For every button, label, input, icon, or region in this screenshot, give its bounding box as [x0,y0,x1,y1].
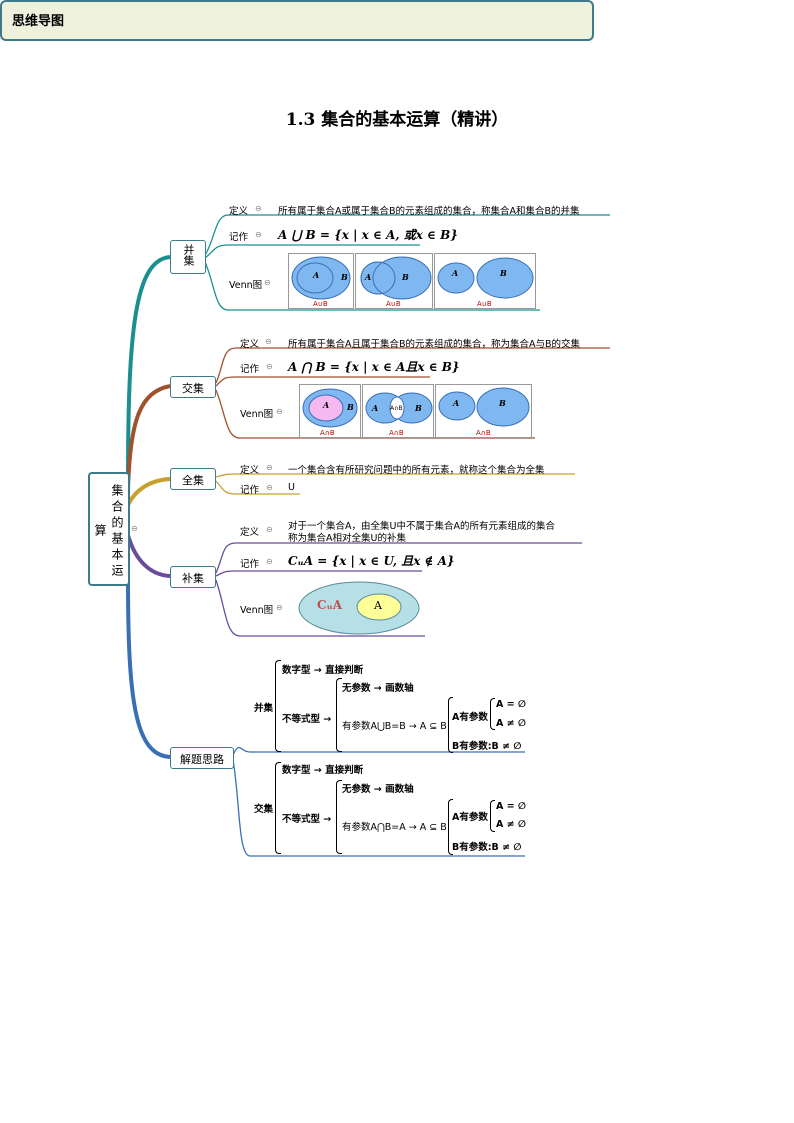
intersection-notation-label: 记作 [240,364,260,375]
intersection-venn-caption: A∩B [389,429,404,437]
intersection-venn-caption: A∩B [476,429,491,437]
approach-union-a-empty: A = ∅ [496,699,527,710]
collapse-icon[interactable]: ⊖ [264,278,271,287]
universal-node-label: 全集 [182,474,204,487]
universal-notation-label: 记作 [240,485,260,496]
approach-union-with-param: 有参数A⋃B=B → A ⊆ B [342,721,447,732]
collapse-icon[interactable]: ⊖ [265,337,272,346]
collapse-icon[interactable]: ⊖ [266,525,273,534]
complement-notation: CᵤA = {x | x ∈ U, 且x ∉ A} [288,554,455,568]
union-venn-caption: A∪B [477,300,492,308]
branch-universal [126,477,171,506]
approach-intersection-a-empty: A = ∅ [496,801,527,812]
approach-intersection-no-param: 无参数 → 画数轴 [342,784,414,795]
union-venn-caption: A∪B [386,300,401,308]
approach-union-no-param: 无参数 → 画数轴 [342,683,414,694]
brace [336,780,342,854]
brace [448,799,453,855]
collapse-icon[interactable]: ⊖ [131,524,138,533]
complement-venn-label: Venn图 [240,605,274,616]
section-header-label: 思维导图 [12,14,65,29]
complement-venn-outer: CᵤA [317,598,343,612]
complement-venn-inner: A [374,599,382,612]
section-header: 思维导图 [0,0,594,41]
brace [275,762,281,854]
intersection-node: 交集 [170,376,216,398]
universal-node: 全集 [170,468,216,490]
universal-notation: U [288,482,295,493]
collapse-icon[interactable]: ⊖ [255,230,262,239]
root-node-label: 集合的基本运算 [93,484,124,580]
intersection-def-text: 所有属于集合A且属于集合B的元素组成的集合，称为集合A与B的交集 [288,339,581,350]
branch-union [126,255,171,481]
union-node-label: 并集 [182,244,195,266]
intersection-venn-mid: A∩B [390,405,403,412]
approach-intersection-ineq: 不等式型 → [282,814,332,825]
branch-intersection [126,384,171,491]
intersection-venn-label: Venn图 [240,409,274,420]
approach-intersection-with-param: 有参数A⋂B=A → A ⊆ B [342,822,447,833]
union-def-label: 定义 [229,206,249,217]
brace [490,698,495,730]
branch-complement [126,534,171,578]
union-venn-label: Venn图 [229,280,263,291]
collapse-icon[interactable]: ⊖ [255,204,262,213]
approach-union-b-param: B有参数:B ≠ ∅ [452,741,522,752]
complement-def-label: 定义 [240,527,260,538]
intersection-def-label: 定义 [240,339,260,350]
union-def-text: 所有属于集合A或属于集合B的元素组成的集合，称集合A和集合B的并集 [278,206,580,217]
approach-union-numeric: 数字型 → 直接判断 [282,665,364,676]
intersection-notation: A ⋂ B = {x | x ∈ A且x ∈ B} [288,360,460,374]
brace [275,660,281,752]
approach-intersection-a-param: A有参数 [452,812,488,823]
root-node: 集合的基本运算 [88,472,130,586]
union-notation: A ⋃ B = {x | x ∈ A, 或x ∈ B} [278,228,458,242]
complement-node-label: 补集 [182,572,204,585]
approach-node-label: 解题思路 [180,753,224,766]
complement-notation-label: 记作 [240,559,260,570]
branch-approach [126,579,171,759]
brace [448,697,453,753]
collapse-icon[interactable]: ⊖ [266,557,273,566]
approach-node: 解题思路 [170,747,234,769]
approach-intersection-a-nonempty: A ≠ ∅ [496,819,527,830]
brace [490,800,495,832]
collapse-icon[interactable]: ⊖ [276,407,283,416]
universal-def-label: 定义 [240,465,260,476]
complement-node: 补集 [170,566,216,588]
approach-union-a-param: A有参数 [452,712,488,723]
collapse-icon[interactable]: ⊖ [276,603,283,612]
universal-def-text: 一个集合含有所研究问题中的所有元素，就称这个集合为全集 [288,465,545,476]
intersection-venn-caption: A∩B [320,429,335,437]
collapse-icon[interactable]: ⊖ [266,483,273,492]
collapse-icon[interactable]: ⊖ [266,362,273,371]
union-node: 并集 [170,240,206,274]
approach-union-ineq: 不等式型 → [282,714,332,725]
brace [336,678,342,752]
approach-intersection-b-param: B有参数:B ≠ ∅ [452,842,522,853]
approach-union-label: 并集 [254,703,274,714]
approach-union-a-nonempty: A ≠ ∅ [496,718,527,729]
approach-intersection-numeric: 数字型 → 直接判断 [282,765,364,776]
complement-def-line2: 称为集合A相对全集U的补集 [288,533,406,544]
complement-def-line1: 对于一个集合A，由全集U中不属于集合A的所有元素组成的集合 [288,521,555,532]
collapse-icon[interactable]: ⊖ [266,463,273,472]
union-notation-label: 记作 [229,232,249,243]
intersection-node-label: 交集 [182,382,204,395]
page-title: 1.3 集合的基本运算（精讲） [285,110,509,130]
union-venn-caption: A∪B [313,300,328,308]
approach-intersection-label: 交集 [254,804,274,815]
complement-venn: CᵤA A [297,580,421,636]
